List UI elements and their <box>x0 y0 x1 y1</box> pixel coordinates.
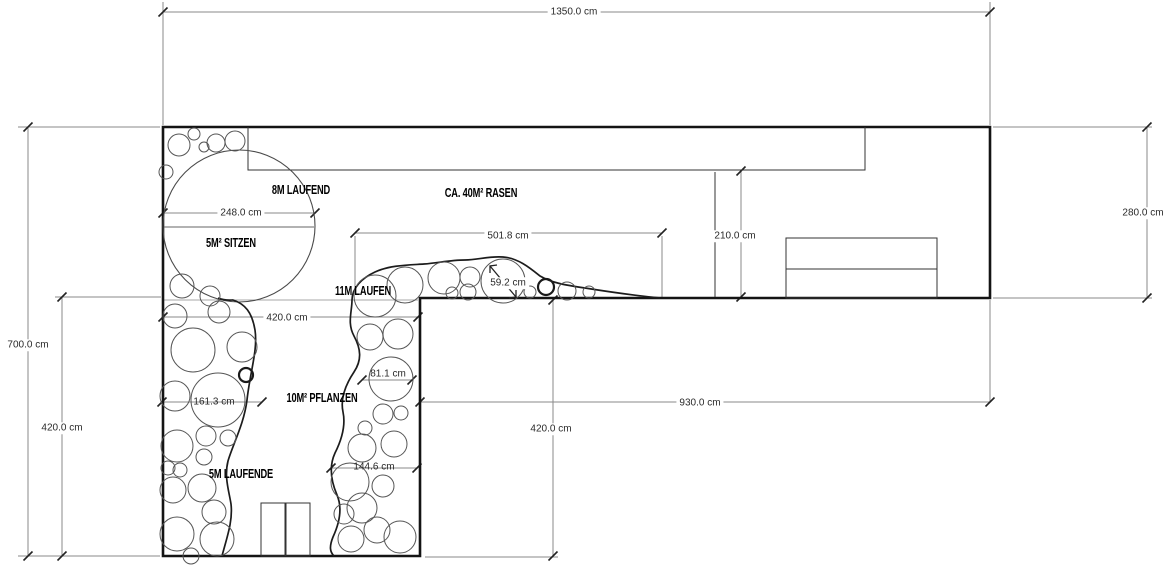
top-path-strip <box>247 127 866 171</box>
dim-right-bed-circle: 81.1 cm <box>370 368 406 380</box>
dimension-lines <box>18 2 1152 558</box>
dim-lower-bed-circle: 144.6 cm <box>353 461 395 473</box>
left-bed-edge <box>217 297 257 557</box>
garden-outline <box>161 125 992 558</box>
label-sitzen: 5M² SITZEN <box>206 236 256 250</box>
dim-left-lower-height: 420.0 cm <box>38 422 86 434</box>
bed-boundaries <box>217 255 661 557</box>
dim-lower-mid-height: 420.0 cm <box>527 423 575 435</box>
seating-circle <box>162 149 316 303</box>
dim-total-width: 1350.0 cm <box>547 6 601 18</box>
gate-right <box>285 502 311 557</box>
dim-bed-circle: 59.2 cm <box>487 277 529 289</box>
right-bed-edge <box>329 255 661 557</box>
dim-lower-block-width: 420.0 cm <box>263 312 311 324</box>
dim-seat-circle-width: 248.0 cm <box>217 207 265 219</box>
dim-left-total-height: 700.0 cm <box>4 339 52 351</box>
dim-right-height: 280.0 cm <box>1119 207 1167 219</box>
label-rasen: CA. 40M² RASEN <box>444 186 518 200</box>
dimension-ticks <box>22 6 1153 562</box>
bench-rect <box>785 237 938 299</box>
inner-structures <box>247 127 938 557</box>
label-pflanzen: 10M² PFLANZEN <box>286 391 358 405</box>
dim-lawn-width: 930.0 cm <box>676 397 724 409</box>
label-laufen-mid: 11M LAUFEN <box>334 284 392 298</box>
label-laufend-top: 8M LAUFEND <box>271 183 331 197</box>
dim-bed-length: 501.8 cm <box>484 230 532 242</box>
dim-lawn-depth: 210.0 cm <box>711 230 759 242</box>
label-laufende-bottom: 5M LAUFENDE <box>208 467 274 481</box>
gate-left <box>260 502 286 557</box>
dim-left-bed-circle: 161.3 cm <box>193 396 235 408</box>
